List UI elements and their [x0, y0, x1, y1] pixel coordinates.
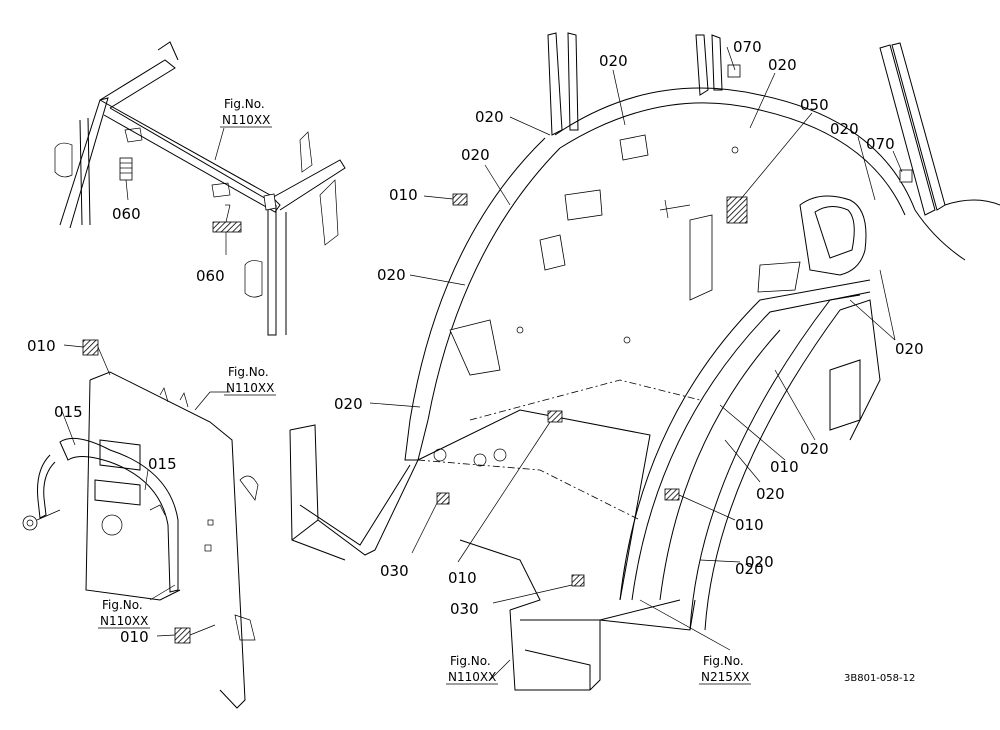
callout-c5: 015 — [148, 455, 177, 473]
callout-c27: 030 — [450, 600, 479, 618]
fig-ref-label: Fig.No. — [102, 598, 143, 612]
callout-c17: 020 — [895, 340, 924, 358]
fig-ref-f4: Fig.No. N110XX — [446, 654, 498, 685]
callout-c3: 010 — [27, 337, 56, 355]
callout-c20: 020 — [756, 485, 785, 503]
fig-ref-f2: Fig.No. N110XX — [224, 365, 276, 396]
callout-c24: 020 — [735, 560, 764, 578]
fig-ref-label: Fig.No. — [703, 654, 744, 668]
fig-ref-label: Fig.No. — [228, 365, 269, 379]
fig-ref-f3: Fig.No. N110XX — [98, 598, 150, 629]
callout-c11: 020 — [461, 146, 490, 164]
callout-c19: 020 — [800, 440, 829, 458]
callout-c22: 020 — [745, 553, 774, 571]
fig-ref-label: Fig.No. — [450, 654, 491, 668]
callout-c14: 020 — [830, 120, 859, 138]
callout-c2: 060 — [196, 267, 225, 285]
callout-labels: 0600600100150150100200200700200200500100… — [27, 38, 924, 646]
roof-frame-drawing — [54, 41, 346, 336]
fig-ref-number: N110XX — [226, 381, 274, 395]
callout-c12: 050 — [800, 96, 829, 114]
callout-c13: 010 — [389, 186, 418, 204]
callout-c26: 010 — [448, 569, 477, 587]
callout-c7: 020 — [599, 52, 628, 70]
callout-c23: 010 — [735, 516, 764, 534]
callout-c6: 010 — [120, 628, 149, 646]
fig-ref-label: Fig.No. — [224, 97, 265, 111]
callout-c4: 015 — [54, 403, 83, 421]
callout-c8: 020 — [475, 108, 504, 126]
callout-c10: 020 — [768, 56, 797, 74]
fig-ref-number: N215XX — [701, 670, 749, 684]
callout-c25: 030 — [380, 562, 409, 580]
drawing-code: 3B801-058-12 — [844, 673, 915, 684]
callout-c18: 020 — [334, 395, 363, 413]
figure-references: Fig.No.N110XXFig.No.N110XXFig.No.N110XXF… — [98, 97, 751, 685]
fender-panel-drawing — [22, 339, 259, 709]
callout-c21: 010 — [770, 458, 799, 476]
callout-c15: 020 — [377, 266, 406, 284]
fig-ref-number: N110XX — [222, 113, 270, 127]
fig-ref-f5: Fig.No. N215XX — [699, 654, 751, 685]
callout-c16: 070 — [866, 135, 895, 153]
fig-ref-number: N110XX — [100, 614, 148, 628]
fig-ref-number: N110XX — [448, 670, 496, 684]
fig-ref-f1: Fig.No. N110XX — [220, 97, 272, 128]
callout-c1: 060 — [112, 205, 141, 223]
callout-c9: 070 — [733, 38, 762, 56]
cabin-interior-drawing — [289, 32, 1000, 691]
